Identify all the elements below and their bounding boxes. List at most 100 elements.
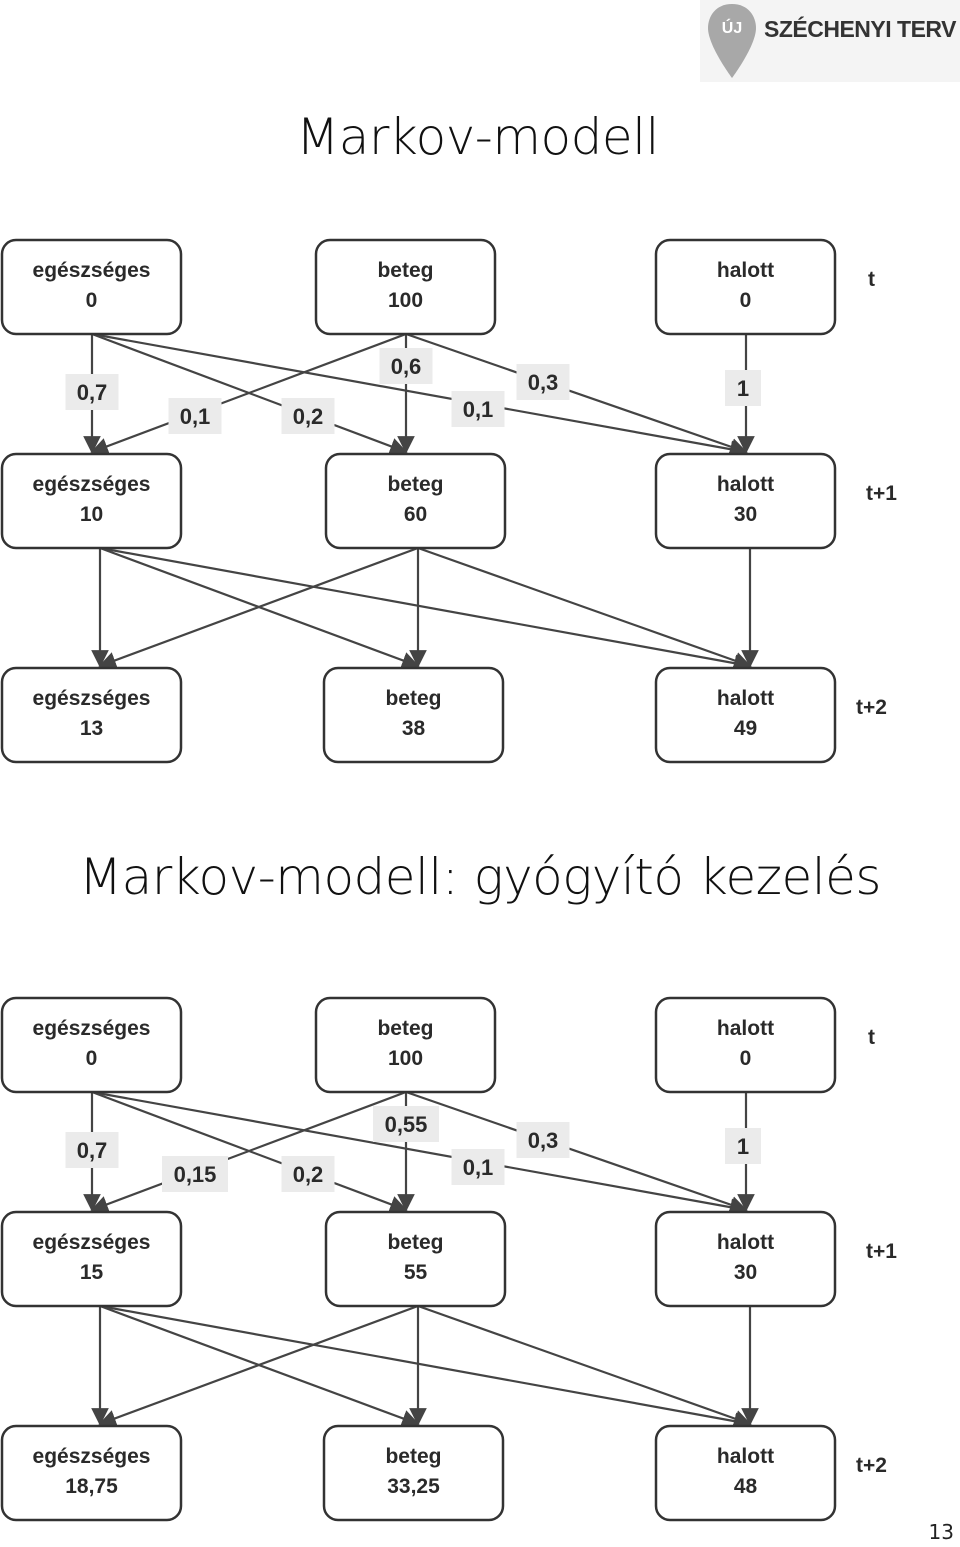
- state-box-sick-t0: [314, 996, 497, 1094]
- probability-label-bg: [281, 398, 335, 434]
- state-box-sick-t0: [314, 238, 497, 336]
- probability-label-dead-to-dead: 1: [737, 1134, 749, 1159]
- probability-label-sick-to-healthy: 0,15: [174, 1162, 217, 1187]
- probability-label-bg: [379, 348, 433, 384]
- state-value: 0: [86, 289, 98, 312]
- page-number: 13: [928, 1520, 954, 1544]
- probability-label-bg: [168, 398, 222, 434]
- probability-label-bg: [281, 1156, 335, 1192]
- transition-arrow: [99, 546, 752, 672]
- state-box-healthy-t0: [0, 238, 183, 336]
- probability-label-sick-to-healthy: 0,1: [180, 404, 211, 429]
- state-box-healthy-t2: [0, 1424, 183, 1522]
- probability-label-bg: [65, 374, 119, 410]
- state-name: egészséges: [33, 473, 151, 496]
- state-box-dead-t0: [654, 238, 837, 336]
- probability-label-bg: [516, 1122, 570, 1158]
- state-value: 33,25: [387, 1475, 440, 1498]
- probability-label-bg: [451, 1149, 505, 1185]
- logo-text: SZÉCHENYI TERV: [764, 16, 956, 42]
- probability-label-bg: [725, 1128, 761, 1164]
- probability-label-bg: [451, 391, 505, 427]
- state-value: 49: [734, 717, 757, 740]
- state-box-healthy-t1: [0, 1210, 183, 1308]
- state-box-sick-t2: [322, 1424, 505, 1522]
- state-name: egészséges: [33, 1017, 151, 1040]
- probability-label-bg: [65, 1132, 119, 1168]
- transition-arrow: [417, 546, 752, 669]
- state-name: egészséges: [33, 1231, 151, 1254]
- transition-arrow: [405, 1090, 748, 1214]
- transition-arrow: [405, 332, 748, 456]
- state-name: halott: [717, 1231, 774, 1254]
- state-value: 48: [734, 1475, 758, 1498]
- transition-arrow: [91, 1090, 748, 1216]
- szechenyi-terv-logo: ÚJ SZÉCHENYI TERV: [700, 0, 960, 82]
- state-box-healthy-t1: [0, 452, 183, 550]
- state-box-healthy-t0: [0, 996, 183, 1094]
- probability-label-bg: [162, 1156, 228, 1192]
- state-value: 13: [80, 717, 103, 740]
- probability-label-sick-to-dead: 0,3: [528, 370, 559, 395]
- time-label: t+1: [866, 482, 897, 505]
- state-box-sick-t2: [322, 666, 505, 764]
- state-name: beteg: [377, 259, 433, 282]
- probability-label-healthy-to-sick: 0,2: [293, 1162, 324, 1187]
- transition-arrow: [417, 1304, 752, 1427]
- state-name: halott: [717, 1017, 774, 1040]
- state-box-sick-t1: [324, 1210, 507, 1308]
- transition-arrow: [91, 332, 408, 455]
- map-pin-icon: [708, 4, 756, 78]
- state-name: beteg: [377, 1017, 433, 1040]
- transition-arrow: [91, 1090, 408, 1213]
- time-label: t+2: [856, 1454, 887, 1477]
- probability-label-healthy-to-healthy: 0,7: [77, 1138, 108, 1163]
- time-label: t: [868, 1026, 875, 1049]
- state-value: 10: [80, 503, 103, 526]
- state-value: 0: [740, 289, 752, 312]
- state-box-dead-t1: [654, 1210, 837, 1308]
- transition-arrow: [99, 1304, 420, 1427]
- state-value: 15: [80, 1261, 104, 1284]
- probability-label-sick-to-sick: 0,6: [391, 354, 422, 379]
- probability-label-healthy-to-healthy: 0,7: [77, 380, 108, 405]
- state-name: egészséges: [33, 687, 151, 710]
- probability-label-healthy-to-dead: 0,1: [463, 1155, 494, 1180]
- state-value: 0: [86, 1047, 98, 1070]
- page-title-markov-model-treatment: Markov-modell: gyógyító kezelés: [79, 848, 881, 906]
- state-name: halott: [717, 473, 774, 496]
- probability-label-bg: [373, 1106, 439, 1142]
- state-box-healthy-t2: [0, 666, 183, 764]
- state-value: 55: [404, 1261, 428, 1284]
- state-value: 100: [388, 1047, 423, 1070]
- state-box-dead-t2: [654, 1424, 837, 1522]
- time-label: t+2: [856, 696, 887, 719]
- page-title-markov-model: Markov-modell: [296, 108, 659, 166]
- probability-label-bg: [516, 364, 570, 400]
- transition-arrow: [91, 332, 748, 458]
- state-name: beteg: [385, 1445, 441, 1468]
- state-box-dead-t1: [654, 452, 837, 550]
- probability-label-sick-to-dead: 0,3: [528, 1128, 559, 1153]
- state-value: 100: [388, 289, 423, 312]
- logo-pin-text: ÚJ: [721, 20, 743, 37]
- state-name: egészséges: [33, 1445, 151, 1468]
- state-value: 30: [734, 1261, 757, 1284]
- transition-arrow: [99, 546, 420, 669]
- state-value: 18,75: [65, 1475, 118, 1498]
- state-value: 30: [734, 503, 757, 526]
- state-name: beteg: [387, 1231, 443, 1254]
- time-label: t+1: [866, 1240, 897, 1263]
- state-box-sick-t1: [324, 452, 507, 550]
- state-value: 60: [404, 503, 427, 526]
- state-name: egészséges: [33, 259, 151, 282]
- state-value: 38: [402, 717, 426, 740]
- probability-label-healthy-to-sick: 0,2: [293, 404, 324, 429]
- state-box-dead-t2: [654, 666, 837, 764]
- probability-label-healthy-to-dead: 0,1: [463, 397, 494, 422]
- probability-label-bg: [725, 370, 761, 406]
- state-name: halott: [717, 1445, 774, 1468]
- state-box-dead-t0: [654, 996, 837, 1094]
